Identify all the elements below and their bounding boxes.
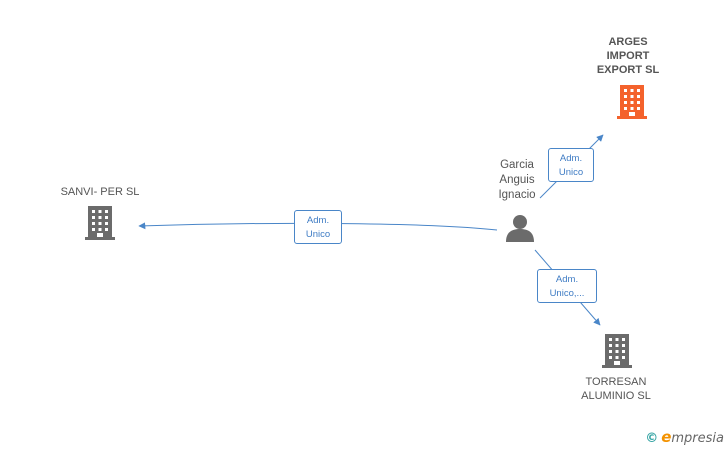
building-icon[interactable]: [85, 206, 115, 240]
building-icon[interactable]: [617, 85, 647, 119]
person-name[interactable]: Garcia Anguis Ignacio: [498, 159, 536, 201]
person-icon[interactable]: [506, 215, 534, 242]
building-icon[interactable]: [602, 334, 632, 368]
company-name-arges[interactable]: ARGES IMPORT EXPORT SL: [596, 36, 660, 76]
brand-initial: e: [661, 428, 672, 446]
company-name-sanvi[interactable]: SANVI- PER SL: [60, 186, 140, 198]
edge-label-to-torresan: Adm. Unico,...: [537, 269, 597, 303]
brand-logo[interactable]: ©empresia: [645, 428, 724, 446]
brand-name: mpresia: [671, 431, 724, 446]
company-name-torresan[interactable]: TORRESAN ALUMINIO SL: [581, 376, 651, 402]
edge-label-to-arges: Adm. Unico: [548, 148, 594, 182]
edge-label-to-sanvi: Adm. Unico: [294, 210, 342, 244]
copyright-symbol: ©: [645, 431, 659, 446]
